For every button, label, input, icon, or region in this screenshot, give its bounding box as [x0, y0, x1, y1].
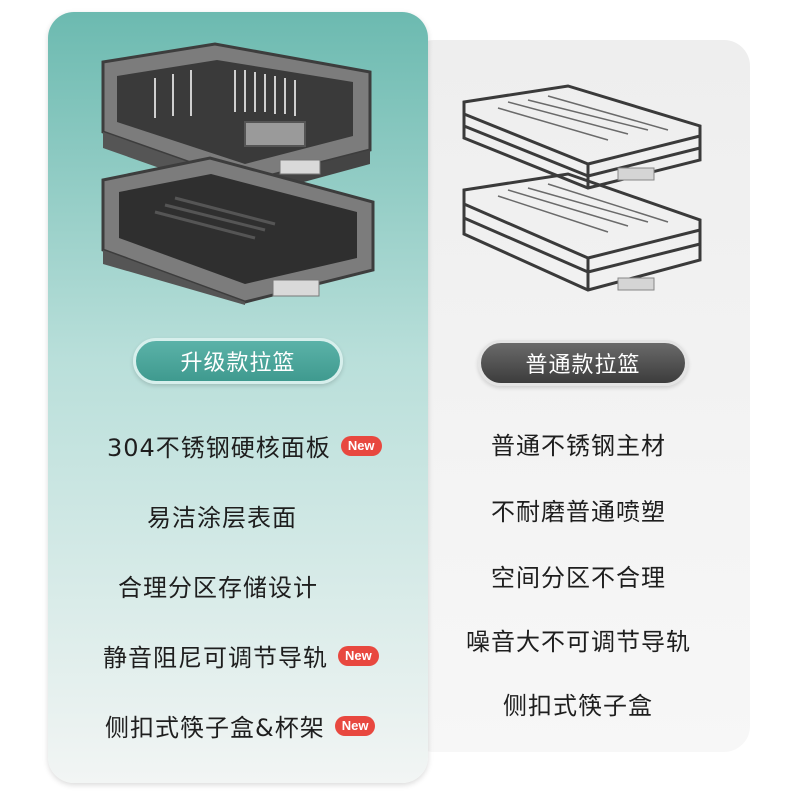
- standard-feature-item: 空间分区不合理: [491, 558, 666, 593]
- standard-feature-item: 普通不锈钢主材: [491, 426, 666, 461]
- wire-pull-out-basket-icon: [458, 80, 708, 310]
- standard-card: [408, 40, 750, 752]
- upgrade-feature-item: 易洁涂层表面: [147, 498, 297, 533]
- feature-text: 侧扣式筷子盒: [503, 692, 653, 720]
- feature-text: 不耐磨普通喷塑: [491, 498, 666, 526]
- standard-feature-item: 不耐磨普通喷塑: [491, 492, 666, 527]
- new-badge: New: [334, 715, 376, 736]
- feature-text: 侧扣式筷子盒&杯架: [105, 714, 325, 742]
- new-badge: New: [338, 645, 379, 666]
- upgrade-feature-item: 静音阻尼可调节导轨 New: [103, 638, 379, 673]
- new-badge: New: [340, 435, 382, 456]
- feature-text: 304不锈钢硬核面板: [107, 434, 331, 462]
- feature-text: 静音阻尼可调节导轨: [103, 644, 328, 672]
- standard-feature-item: 噪音大不可调节导轨: [466, 622, 691, 657]
- feature-text: 普通不锈钢主材: [491, 432, 666, 460]
- feature-text: 空间分区不合理: [491, 564, 666, 592]
- standard-label: 普通款拉篮: [478, 340, 688, 386]
- upgrade-feature-item: 侧扣式筷子盒&杯架 New: [105, 708, 376, 743]
- upgrade-feature-item: 304不锈钢硬核面板 New: [107, 428, 382, 463]
- upgrade-label: 升级款拉篮: [133, 338, 343, 384]
- standard-feature-item: 侧扣式筷子盒: [503, 686, 653, 721]
- feature-text: 噪音大不可调节导轨: [466, 628, 691, 656]
- feature-text: 合理分区存储设计: [118, 574, 318, 602]
- upgrade-feature-item: 合理分区存储设计: [118, 568, 318, 603]
- premium-pull-out-basket-icon: [95, 40, 380, 305]
- feature-text: 易洁涂层表面: [147, 504, 297, 532]
